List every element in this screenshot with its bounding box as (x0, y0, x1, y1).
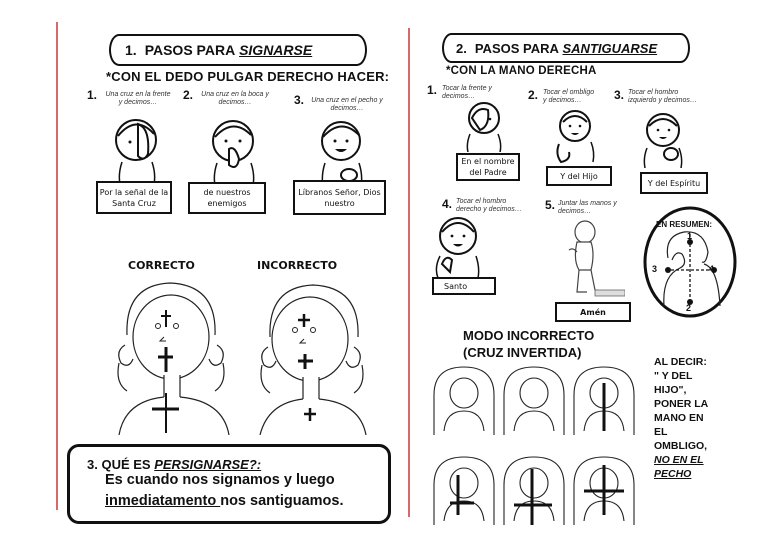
incorrect-mode-title-line1: MODO INCORRECTO (463, 328, 595, 343)
child-touching-left-shoulder-icon (641, 110, 685, 168)
child-kneeling-praying-icon (565, 220, 625, 300)
r-step1-description: Tocar la frente y decimos… (442, 85, 492, 100)
left-margin-line (56, 22, 58, 510)
section3-title-prefix: QUÉ ES (101, 457, 151, 472)
r-step5-description: Juntar las manos y decimos… (558, 200, 617, 215)
incorrect-cross-diagram-icon (248, 275, 383, 435)
step1-description: Una cruz en la frente y decimos… (105, 91, 171, 106)
r-step4-number: 4. (442, 197, 453, 211)
note-line: AL DECIR: (654, 356, 707, 368)
section1-title-prefix: PASOS PARA (144, 42, 236, 58)
section2-number: 2. (456, 40, 467, 56)
note-line: EL (654, 426, 668, 438)
section1-number: 1. (125, 42, 137, 58)
summary-cross-diagram-icon (642, 206, 738, 318)
definition-line2-rest: nos santiguamos. (220, 493, 344, 509)
definition-underlined-word: inmediatamento (105, 493, 221, 509)
r-step3-caption: Y del Espíritu (640, 172, 708, 194)
section2-title-emphasis: SANTIGUARSE (562, 40, 658, 56)
section1-subtitle: *CON EL DEDO PULGAR DERECHO HACER: (106, 69, 390, 84)
r-step2-number: 2. (528, 88, 539, 102)
incorrect-label: INCORRECTO (257, 259, 338, 272)
child-touching-mouth-icon (205, 115, 261, 185)
incorrect-mode-title: MODO INCORRECTO (CRUZ INVERTIDA) (463, 327, 594, 361)
section3-title-emphasis: PERSIGNARSE?: (154, 457, 262, 472)
definition-line2: inmediatamento nos santiguamos. (105, 491, 344, 512)
section2-title-prefix: PASOS PARA (474, 40, 559, 56)
r-step5-caption: Amén (555, 302, 631, 322)
section2-title-box: 2. PASOS PARA SANTIGUARSE (442, 33, 690, 63)
step2-caption: de nuestros enemigos (188, 182, 266, 214)
summary-label: EN RESUMEN: (656, 220, 713, 229)
child-touching-right-shoulder-icon (432, 214, 482, 278)
section2-subtitle: *CON LA MANO DERECHA (446, 65, 597, 77)
step2-description: Una cruz en la boca y decimos… (201, 91, 269, 106)
persignarse-definition-box (67, 444, 391, 524)
section3-title: 3. QUÉ ES PERSIGNARSE?: (87, 457, 261, 472)
child-touching-navel-icon (553, 108, 597, 164)
r-step1-number: 1. (427, 83, 438, 97)
step3-description: Una cruz en el pecho y decimos… (311, 97, 383, 112)
summary-point-4: 4 (709, 264, 715, 274)
inverted-cross-children-grid-icon (428, 365, 644, 530)
note-line: HIJO", (654, 384, 687, 396)
correct-cross-diagram-icon (105, 275, 240, 435)
correct-label: CORRECTO (128, 259, 195, 272)
r-step4-description: Tocar el hombro derecho y decimos… (456, 198, 522, 213)
step3-number: 3. (294, 93, 305, 107)
incorrect-mode-note: AL DECIR: " Y DEL HIJO", PONER LA MANO E… (654, 355, 708, 481)
section1-title-box: 1. PASOS PARA SIGNARSE (109, 34, 367, 66)
step1-caption: Por la señal de la Santa Cruz (96, 181, 172, 214)
r-step2-description: Tocar el ombligo y decimos… (543, 89, 595, 104)
definition-line1: Es cuando nos signamos y luego (105, 472, 335, 488)
step1-number: 1. (87, 88, 98, 102)
section3-number: 3. (87, 457, 98, 472)
child-touching-forehead-icon (108, 114, 164, 184)
section3-definition: Es cuando nos signamos y luego inmediata… (105, 470, 344, 512)
r-step3-number: 3. (614, 88, 625, 102)
center-margin-line (408, 28, 410, 517)
note-line: " Y DEL (654, 370, 693, 382)
note-emphasis-line: NO EN EL (654, 454, 704, 466)
section1-title-emphasis: SIGNARSE (239, 42, 313, 58)
r-step4-caption: Santo (432, 277, 496, 295)
step2-number: 2. (183, 88, 194, 102)
r-step5-number: 5. (545, 198, 556, 212)
note-line: OMBLIGO, (654, 440, 708, 452)
r-step2-caption: Y del Hijo (546, 166, 612, 186)
child-touching-forehead-icon (462, 100, 506, 152)
child-touching-chest-icon (313, 117, 369, 187)
r-step3-description: Tocar el hombro izquierdo y decimos… (628, 89, 697, 104)
summary-point-1: 1 (687, 231, 693, 241)
note-line: MANO EN (654, 412, 704, 424)
summary-point-3: 3 (652, 264, 658, 274)
incorrect-mode-title-line2: (CRUZ INVERTIDA) (463, 345, 582, 360)
step3-caption: Líbranos Señor, Dios nuestro (293, 180, 386, 215)
note-line: PONER LA (654, 398, 709, 410)
note-emphasis-line: PECHO (654, 468, 692, 480)
summary-point-2: 2 (686, 303, 692, 313)
r-step1-caption: En el nombre del Padre (456, 153, 520, 181)
